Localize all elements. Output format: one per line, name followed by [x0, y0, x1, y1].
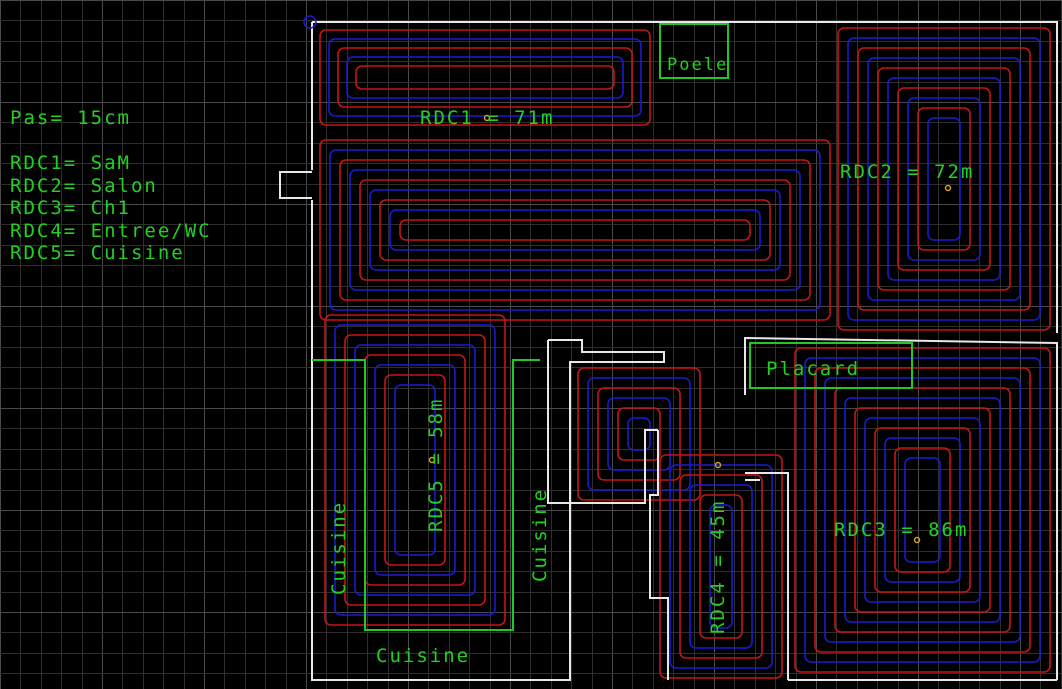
pipe-rdc2-loop — [877, 67, 1011, 291]
pipe-rdc3-loop — [884, 437, 961, 583]
room-label-cuisine-right: Cuisine — [529, 488, 551, 582]
wc-wall-left — [649, 430, 669, 680]
pipe-rdc1-lower-loop — [379, 199, 771, 261]
pipe-rdc5-loop — [374, 364, 456, 576]
pipe-rdc1-loop — [319, 29, 651, 126]
legend-item-rdc3: RDC3= Ch1 — [10, 197, 131, 219]
chimney-inlet — [279, 171, 312, 199]
pipe-rdc5-loop — [324, 314, 506, 626]
pipe-rdc5-loop — [354, 344, 476, 596]
zone-label-rdc2: RDC2 = 72m — [840, 161, 974, 183]
pipe-rdc2-loop — [857, 47, 1031, 311]
room-label-placard: Placard — [766, 358, 860, 380]
pipe-rdc4-loop — [659, 454, 783, 679]
pipe-rdc2-loop — [907, 97, 981, 261]
outer-wall-top — [312, 21, 1058, 333]
placard-outline — [749, 342, 913, 389]
pipe-rdc3-loop — [844, 397, 1001, 623]
pipe-kitchen-inner-loop — [587, 377, 691, 491]
pipe-rdc2-loop — [867, 57, 1021, 301]
pipe-rdc2-loop — [887, 77, 1001, 281]
pipe-rdc1-lower-loop — [349, 169, 801, 291]
zone-label-rdc1: RDC1 = 71m — [420, 107, 554, 129]
zone-label-rdc5: RDC5 = 58m — [425, 398, 447, 532]
pipe-kitchen-inner-loop — [577, 367, 701, 501]
pipe-rdc1-lower-loop — [359, 179, 791, 281]
legend-pas: Pas= 15cm — [10, 107, 131, 129]
pipe-rdc2-loop — [897, 87, 991, 271]
pipe-rdc3-loop — [804, 357, 1041, 663]
pipe-rdc2-loop — [847, 37, 1041, 321]
pipe-kitchen-inner — [577, 367, 701, 501]
pipe-rdc2-loop — [837, 27, 1051, 331]
rdc5-center-marker-icon — [428, 456, 436, 464]
zone-label-rdc4: RDC4 = 45m — [707, 500, 729, 634]
rdc4-center-marker-icon — [714, 461, 722, 469]
pipe-rdc3-loop — [794, 347, 1051, 673]
pipe-rdc3-loop — [894, 447, 951, 573]
rdc1-center-marker-icon — [483, 114, 491, 122]
pipe-rdc4-loop — [709, 504, 733, 629]
pipe-rdc4-loop — [679, 474, 763, 659]
origin-marker-icon[interactable] — [303, 15, 317, 29]
room-outlines — [312, 23, 913, 631]
room-divider-rdc3 — [744, 336, 1058, 680]
pipe-rdc3-loop — [834, 387, 1011, 633]
pipe-rdc4-loop — [699, 494, 743, 639]
room-label-cuisine-bottom: Cuisine — [376, 645, 470, 667]
room-label-cuisine-left: Cuisine — [328, 501, 350, 595]
pipe-rdc3-loop — [824, 377, 1021, 643]
rdc3-center-marker-icon — [913, 536, 921, 544]
pipe-rdc5-loop — [394, 384, 436, 556]
kitchen-partition — [547, 339, 665, 504]
zone-label-rdc3: RDC3 = 86m — [834, 519, 968, 541]
pipe-rdc1-lower — [319, 139, 831, 321]
kitchen-counter-outline — [312, 359, 540, 631]
pipe-kitchen-inner-loop — [607, 397, 671, 471]
pipe-rdc5-loop — [384, 374, 446, 566]
pipe-rdc3-loop — [854, 407, 991, 613]
pipe-rdc1-loop — [346, 56, 624, 99]
wc-wall-right — [745, 472, 789, 680]
legend-item-rdc4: RDC4= Entree/WC — [10, 220, 212, 242]
poele-outline — [659, 23, 729, 79]
pipe-rdc1-loop — [337, 47, 633, 108]
pipe-rdc4-loop — [689, 484, 753, 649]
pipe-rdc3 — [794, 347, 1051, 673]
pipe-kitchen-inner-loop — [627, 417, 651, 451]
legend-item-rdc2: RDC2= Salon — [10, 175, 158, 197]
pipe-rdc1-lower-loop — [329, 149, 821, 311]
pipe-kitchen-inner-loop — [597, 387, 681, 481]
rdc2-center-marker-icon — [944, 184, 952, 192]
pipe-rdc5-loop — [344, 334, 486, 606]
pipe-rdc1-lower-loop — [399, 219, 751, 241]
pipe-rdc2-loop — [927, 117, 961, 241]
pipe-rdc4 — [659, 454, 783, 679]
pipe-rdc1-lower-loop — [389, 209, 761, 251]
pipe-rdc3-loop — [864, 417, 981, 603]
pipe-rdc1-loop — [355, 65, 615, 90]
pipe-rdc3-loop — [904, 457, 941, 563]
pipe-rdc2 — [837, 27, 1051, 331]
pipe-rdc3-loop — [814, 367, 1031, 653]
pipe-kitchen-inner-loop — [617, 407, 661, 461]
pipe-rdc1-lower-loop — [319, 139, 831, 321]
walls — [279, 21, 1058, 681]
pipe-rdc5-loop — [334, 324, 496, 616]
legend-item-rdc1: RDC1= SaM — [10, 152, 131, 174]
room-label-poele: Poele — [667, 55, 728, 75]
pipe-rdc1 — [319, 29, 651, 126]
pipe-rdc1-lower-loop — [369, 189, 781, 271]
pipe-rdc3-loop — [874, 427, 971, 593]
pipe-rdc2-loop — [917, 107, 971, 251]
pipe-rdc1-lower-loop — [339, 159, 811, 301]
legend-item-rdc5: RDC5= Cuisine — [10, 242, 185, 264]
